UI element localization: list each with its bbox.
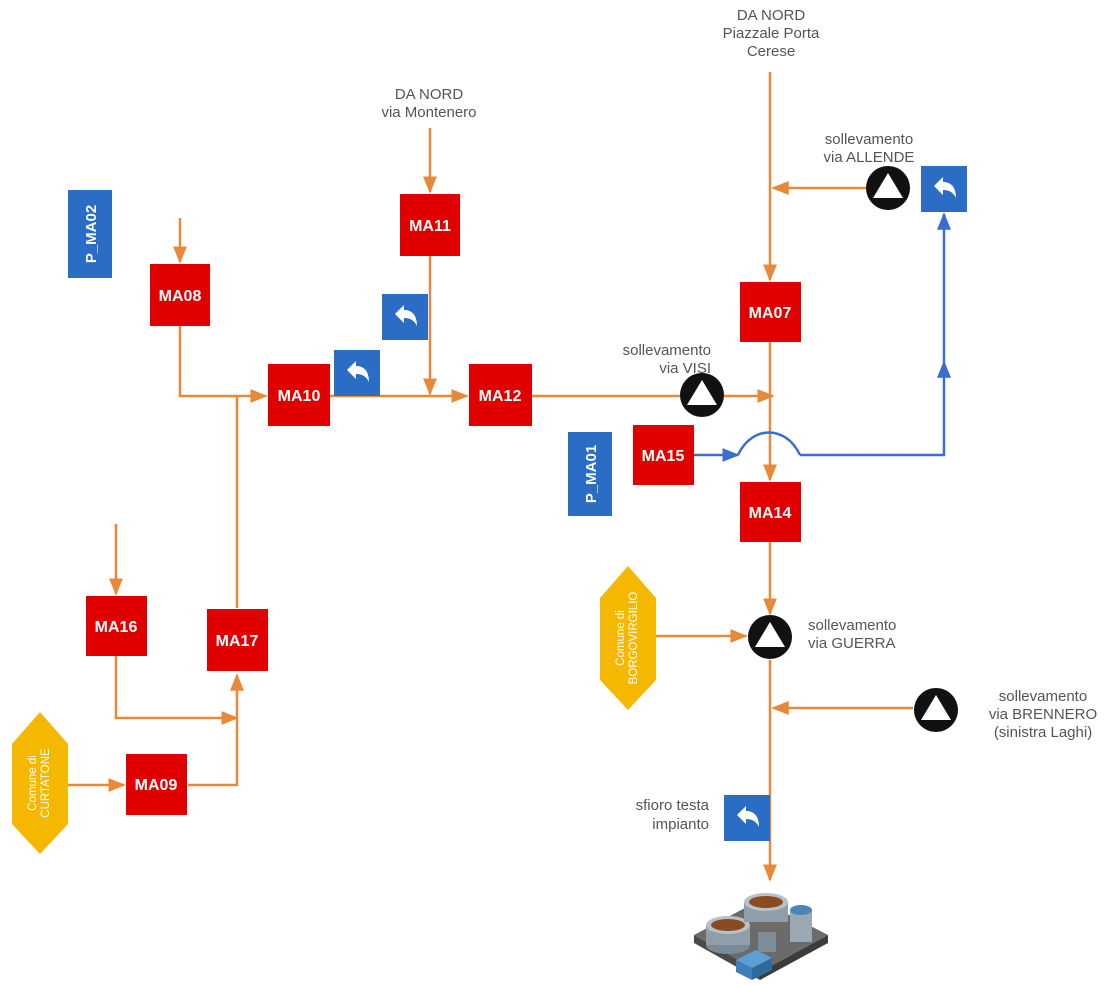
svg-text:via BRENNERO: via BRENNERO — [989, 706, 1097, 723]
svg-text:Comune di: Comune di — [27, 755, 39, 811]
node-ma09[interactable]: MA09 — [126, 754, 187, 815]
return-arrow-icon[interactable] — [724, 795, 770, 841]
treatment-plant-icon[interactable] — [694, 893, 828, 980]
svg-text:BORGOVIRGILIO: BORGOVIRGILIO — [628, 592, 640, 685]
svg-text:MA07: MA07 — [749, 305, 792, 322]
svg-text:MA15: MA15 — [642, 448, 685, 465]
label-nord-cerese: DA NORD Piazzale Porta Cerese — [723, 7, 820, 60]
boundary-borgovirgilio[interactable]: Comune di BORGOVIRGILIO — [600, 566, 656, 710]
label-soll-brennero: sollevamento via BRENNERO (sinistra Lagh… — [989, 688, 1097, 741]
svg-text:MA08: MA08 — [159, 288, 202, 305]
svg-text:MA12: MA12 — [479, 388, 522, 405]
return-arrow-icon[interactable] — [921, 166, 967, 212]
node-ma10[interactable]: MA10 — [268, 364, 330, 426]
svg-text:P_MA01: P_MA01 — [583, 445, 600, 503]
svg-text:Piazzale Porta: Piazzale Porta — [723, 25, 820, 42]
svg-text:MA10: MA10 — [278, 388, 321, 405]
node-ma16[interactable]: MA16 — [86, 596, 147, 656]
pump-triangle-icon[interactable] — [680, 373, 724, 417]
label-sfioro: sfioro testa impianto — [636, 797, 710, 833]
label-soll-visi: sollevamento via VISI — [623, 342, 711, 377]
return-arrow-icon[interactable] — [334, 350, 380, 396]
return-arrow-icon[interactable] — [382, 294, 428, 340]
svg-text:via GUERRA: via GUERRA — [808, 635, 896, 652]
node-ma14[interactable]: MA14 — [740, 482, 801, 542]
svg-text:MA11: MA11 — [409, 218, 451, 235]
node-ma08[interactable]: MA08 — [150, 264, 210, 326]
svg-text:Cerese: Cerese — [747, 43, 795, 60]
svg-text:via Montenero: via Montenero — [381, 104, 476, 121]
label-nord-montenero: DA NORD via Montenero — [381, 86, 476, 121]
station-p-ma01[interactable]: P_MA01 — [568, 432, 612, 516]
node-ma11[interactable]: MA11 — [400, 194, 460, 256]
label-soll-guerra: sollevamento via GUERRA — [808, 617, 896, 652]
svg-text:via VISI: via VISI — [659, 360, 711, 377]
svg-text:sfioro testa: sfioro testa — [636, 797, 710, 814]
svg-text:sollevamento: sollevamento — [808, 617, 896, 634]
svg-text:sollevamento: sollevamento — [825, 131, 913, 148]
bypass-line — [694, 212, 951, 462]
node-ma15[interactable]: MA15 — [633, 425, 694, 485]
pump-triangle-icon[interactable] — [748, 615, 792, 659]
pump-triangle-icon[interactable] — [866, 166, 910, 210]
station-p-ma02[interactable]: P_MA02 — [68, 190, 112, 278]
svg-text:CURTATONE: CURTATONE — [40, 748, 52, 818]
node-ma07[interactable]: MA07 — [740, 282, 801, 342]
svg-text:Comune di: Comune di — [615, 610, 627, 666]
svg-text:sollevamento: sollevamento — [623, 342, 711, 359]
label-soll-allende: sollevamento via ALLENDE — [824, 131, 915, 166]
svg-text:sollevamento: sollevamento — [999, 688, 1087, 705]
svg-text:DA NORD: DA NORD — [737, 7, 806, 24]
svg-text:(sinistra Laghi): (sinistra Laghi) — [994, 724, 1092, 741]
boundary-curtatone[interactable]: Comune di CURTATONE — [12, 712, 68, 854]
svg-text:MA14: MA14 — [749, 505, 792, 522]
svg-text:MA17: MA17 — [216, 633, 259, 650]
svg-text:DA NORD: DA NORD — [395, 86, 464, 103]
svg-text:via ALLENDE: via ALLENDE — [824, 149, 915, 166]
node-ma12[interactable]: MA12 — [469, 364, 532, 426]
node-ma17[interactable]: MA17 — [207, 609, 268, 671]
svg-text:MA16: MA16 — [95, 619, 138, 636]
pump-triangle-icon[interactable] — [914, 688, 958, 732]
svg-text:MA09: MA09 — [135, 777, 178, 794]
svg-text:impianto: impianto — [652, 816, 709, 833]
svg-text:P_MA02: P_MA02 — [83, 205, 100, 263]
flow-lines — [68, 72, 913, 882]
